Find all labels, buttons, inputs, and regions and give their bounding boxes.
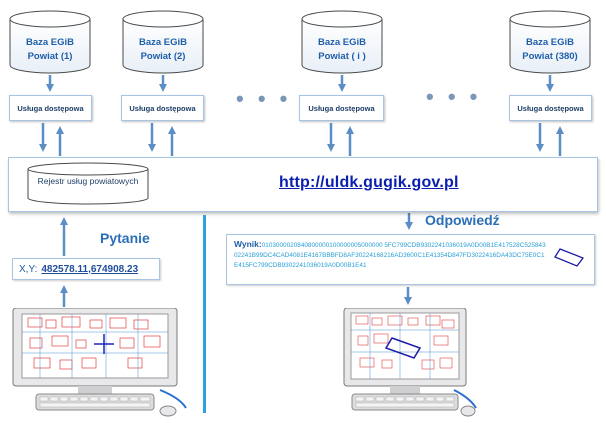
ellipsis-1: • • • xyxy=(236,86,292,111)
database-powiat-2: Baza EGiB Powiat (2) xyxy=(121,10,205,74)
database-icon xyxy=(27,162,149,205)
parcel-shape-icon xyxy=(554,248,584,267)
access-service-i: Usługa dostępowa xyxy=(299,95,384,121)
coordinates-prefix: X,Y: xyxy=(19,263,38,275)
access-service-380: Usługa dostępowa xyxy=(509,95,592,121)
database-powiat-1: Baza EGiB Powiat (1) xyxy=(8,10,92,74)
uldk-url-link[interactable]: http://uldk.gugik.gov.pl xyxy=(279,174,459,191)
ellipsis-2: • • • xyxy=(426,84,482,109)
coordinates-box: X,Y: 482578.11,674908.23 xyxy=(12,258,160,280)
database-name: Baza EGiB xyxy=(25,37,75,48)
registry-database xyxy=(26,162,150,206)
database-county: Powiat (2) xyxy=(140,51,186,62)
database-icon xyxy=(509,10,591,74)
database-county: Powiat ( i ) xyxy=(318,51,366,62)
database-county: Powiat (1) xyxy=(27,51,73,62)
result-label: Wynik: xyxy=(234,239,262,249)
registry-label: Rejestr usług powiatowych xyxy=(37,176,139,186)
database-powiat-380: Baza EGiB Powiat (380) xyxy=(508,10,592,74)
access-service-2: Usługa dostępowa xyxy=(121,95,204,121)
database-county: Powiat (380) xyxy=(522,51,578,62)
result-box: Wynik:0103000020840800000100000005000000… xyxy=(226,234,595,285)
database-icon xyxy=(9,10,91,74)
separator-line xyxy=(203,215,206,413)
database-icon xyxy=(301,10,383,74)
computer-right-icon xyxy=(343,308,477,417)
database-name: Baza EGiB xyxy=(317,37,367,48)
answer-label: Odpowiedź xyxy=(425,212,500,228)
database-name: Baza EGiB xyxy=(525,37,575,48)
access-service-1: Usługa dostępowa xyxy=(9,95,92,121)
result-text: Wynik:0103000020840800000100000005000000… xyxy=(234,239,546,271)
question-label: Pytanie xyxy=(100,230,150,246)
result-value: 0103000020840800000100000005000000 5FC79… xyxy=(234,242,546,269)
database-name: Baza EGiB xyxy=(138,37,188,48)
coordinates-value: 482578.11,674908.23 xyxy=(41,263,139,275)
computer-left-icon xyxy=(12,308,187,417)
database-powiat-i: Baza EGiB Powiat ( i ) xyxy=(300,10,384,74)
database-icon xyxy=(122,10,204,74)
